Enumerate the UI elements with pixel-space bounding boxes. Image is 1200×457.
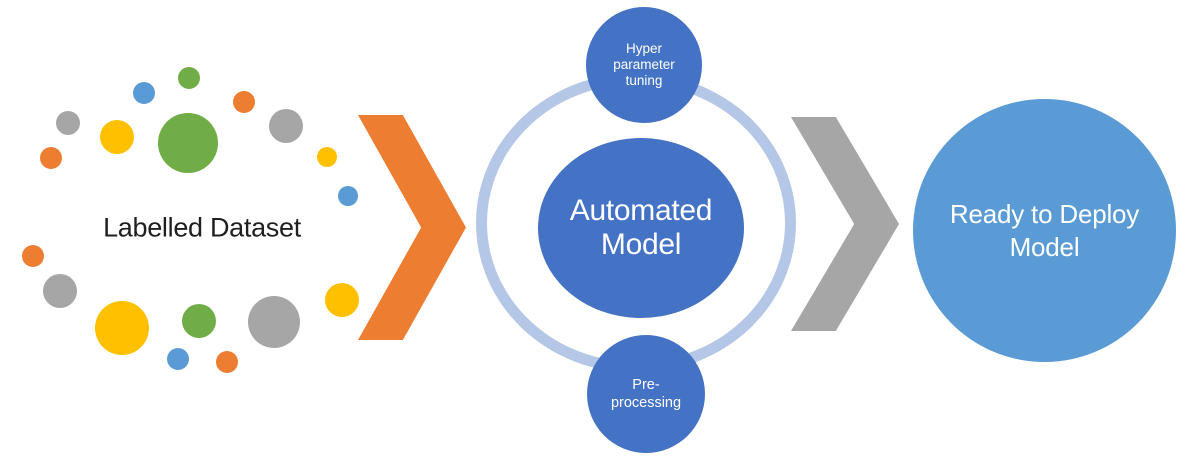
dataset-dot	[317, 147, 337, 167]
dataset-dot	[100, 120, 134, 154]
hyperparameter-tuning-label: Hyper parameter tuning	[613, 41, 675, 88]
automated-model-label: Automated Model	[569, 193, 713, 262]
chevron-right-gray-icon	[791, 117, 899, 331]
preprocessing-node: Pre-processing	[587, 335, 705, 453]
dataset-dot	[182, 304, 216, 338]
dataset-dot	[338, 186, 358, 206]
dataset-dot	[43, 274, 77, 308]
hyperparameter-tuning-node: Hyper parameter tuning	[586, 7, 702, 123]
ready-to-deploy-label: Ready to Deploy Model	[949, 199, 1140, 262]
dataset-dot	[133, 82, 155, 104]
dataset-dot	[158, 113, 218, 173]
dataset-dot	[40, 147, 62, 169]
dataset-dot	[216, 351, 238, 373]
automated-model-node: Automated Model	[538, 138, 744, 318]
dataset-dot	[269, 109, 303, 143]
dataset-dot	[248, 296, 300, 348]
labelled-dataset-label: Labelled Dataset	[103, 212, 301, 243]
preprocessing-label: Pre-processing	[610, 376, 682, 411]
dataset-dot	[167, 348, 189, 370]
dataset-dot	[178, 67, 200, 89]
ready-to-deploy-node: Ready to Deploy Model	[913, 99, 1176, 362]
dataset-dot	[22, 245, 44, 267]
chevron-right-orange-icon	[358, 115, 466, 340]
dataset-dot	[95, 301, 149, 355]
dataset-dot	[56, 111, 80, 135]
dataset-dot	[325, 283, 359, 317]
dataset-dot	[233, 91, 255, 113]
